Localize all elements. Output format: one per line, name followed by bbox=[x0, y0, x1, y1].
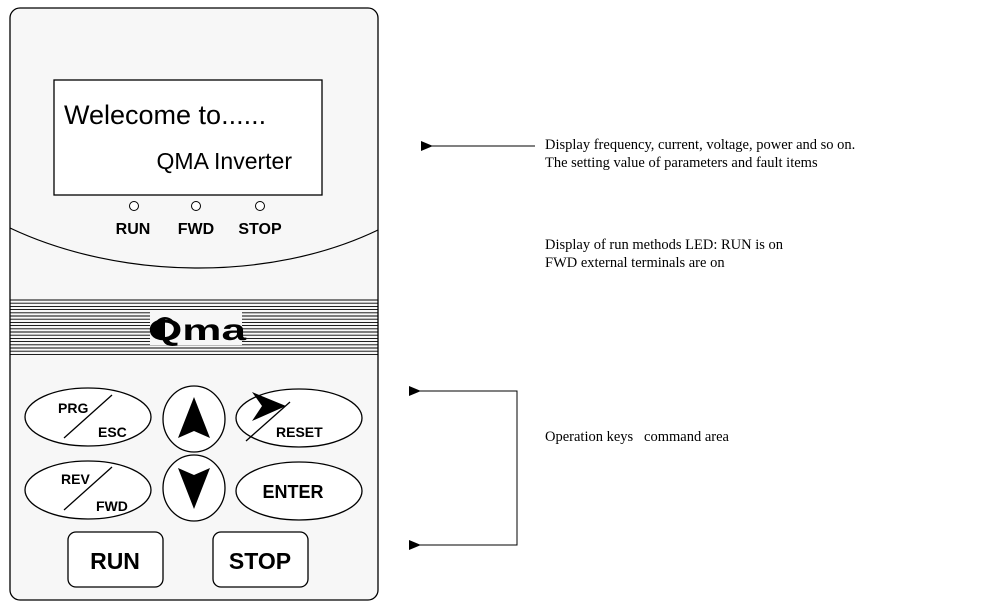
down-key[interactable] bbox=[162, 454, 226, 522]
display-annotation-line-2: The setting value of parameters and faul… bbox=[545, 155, 818, 171]
led-indicator-run: RUN bbox=[116, 201, 151, 238]
lcd-line-1: Welecome to...... bbox=[64, 100, 266, 130]
prg-esc-key[interactable]: PRG ESC bbox=[24, 387, 152, 447]
stop-key-label: STOP bbox=[229, 548, 291, 574]
shift-reset-key[interactable]: RESET bbox=[235, 388, 363, 448]
logo-band: Qma bbox=[10, 299, 378, 355]
keys-annotation-bracket bbox=[432, 390, 518, 546]
esc-label: ESC bbox=[98, 424, 127, 440]
run-key[interactable]: RUN bbox=[67, 531, 164, 588]
down-arrow-icon bbox=[178, 468, 210, 509]
lcd-display bbox=[53, 79, 323, 196]
display-annotation-line-1: Display frequency, current, voltage, pow… bbox=[545, 137, 855, 153]
rev-label: REV bbox=[61, 471, 90, 487]
led-indicator-stop: STOP bbox=[238, 201, 282, 238]
led-fwd-label: FWD bbox=[178, 221, 214, 238]
enter-key-shape[interactable] bbox=[235, 461, 363, 521]
logo-text: Qma bbox=[148, 314, 246, 347]
enter-key[interactable]: ENTER bbox=[235, 461, 363, 521]
shift-reset-divider bbox=[245, 401, 291, 442]
led-fwd-icon bbox=[191, 201, 201, 211]
rev-fwd-key-shape[interactable] bbox=[24, 460, 152, 520]
led-annotation-line-2: FWD external terminals are on bbox=[545, 255, 725, 271]
led-stop-icon bbox=[255, 201, 265, 211]
led-run-label: RUN bbox=[116, 221, 151, 238]
rev-fwd-divider bbox=[63, 466, 113, 511]
enter-label: ENTER bbox=[262, 482, 323, 502]
rev-fwd-key[interactable]: REV FWD bbox=[24, 460, 152, 520]
run-key-shape[interactable] bbox=[67, 531, 164, 588]
fwd-label: FWD bbox=[96, 498, 128, 514]
led-stop-label: STOP bbox=[238, 221, 282, 238]
keys-annotation-line-1: Operation keys command area bbox=[545, 429, 730, 445]
panel-curve bbox=[9, 227, 379, 269]
prg-label: PRG bbox=[58, 400, 88, 416]
led-indicator-fwd: FWD bbox=[178, 201, 214, 238]
stop-key[interactable]: STOP bbox=[212, 531, 309, 588]
led-annotation-line-1: Display of run methods LED: RUN is on bbox=[545, 237, 784, 253]
run-key-label: RUN bbox=[90, 548, 140, 574]
lcd-line-2: QMA Inverter bbox=[157, 148, 293, 174]
shift-arrow-icon bbox=[252, 392, 286, 421]
reset-label: RESET bbox=[276, 424, 323, 440]
led-run-icon bbox=[129, 201, 139, 211]
up-arrow-icon bbox=[178, 397, 210, 438]
stop-key-shape[interactable] bbox=[212, 531, 309, 588]
logo-mark-highlight-icon bbox=[165, 319, 174, 337]
prg-esc-divider bbox=[63, 394, 113, 439]
up-key[interactable] bbox=[162, 385, 226, 453]
